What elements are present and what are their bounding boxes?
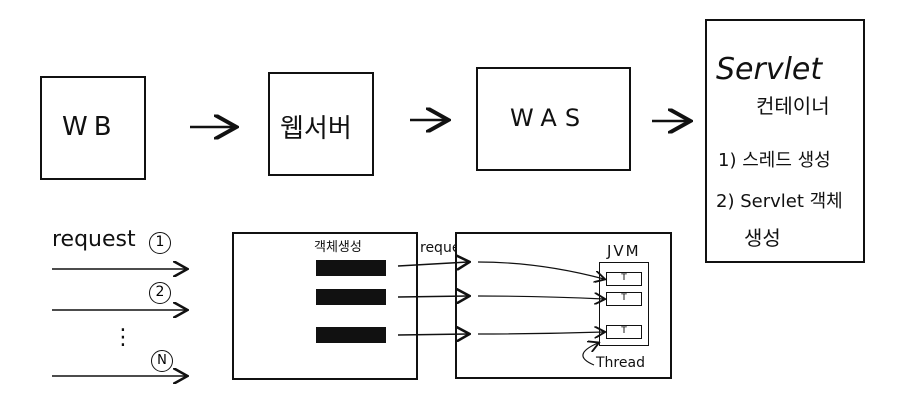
object-creation-box — [232, 232, 418, 380]
object-block-2 — [316, 289, 386, 305]
request-num-n-text: N — [157, 353, 167, 368]
object-block-1 — [316, 260, 386, 276]
servlet-step2: 2) Servlet 객체 — [716, 191, 843, 212]
jvm-arrow-1 — [477, 261, 604, 279]
wb-box — [40, 76, 146, 180]
object-arrow-1 — [397, 262, 468, 266]
thread-label: Thread — [596, 355, 645, 371]
jvm-arrow-2 — [477, 296, 604, 299]
servlet-title: Servlet — [716, 52, 823, 87]
request-label: request — [52, 227, 136, 252]
object-creation-label: 객체생성 — [314, 240, 362, 255]
jvm-arrow-3 — [477, 332, 604, 334]
jvm-title: JVM — [607, 242, 641, 260]
was-label: WAS — [510, 104, 589, 132]
request-num-1-text: 1 — [155, 234, 165, 250]
request-num-n: N — [151, 350, 173, 372]
thread-2-label: T — [621, 293, 627, 303]
servlet-subtitle: 컨테이너 — [756, 94, 830, 118]
object-arrow-2 — [397, 296, 468, 297]
webserver-label: 웹서버 — [280, 114, 352, 144]
request-dots: ⋮ — [112, 325, 134, 350]
servlet-step2-cont: 생성 — [744, 226, 781, 250]
request-num-2: 2 — [149, 282, 171, 304]
request-num-1: 1 — [149, 232, 171, 254]
request-num-2-text: 2 — [155, 284, 165, 300]
thread-pointer-arrow — [582, 343, 598, 366]
servlet-step1: 1) 스레드 생성 — [718, 150, 831, 171]
object-block-3 — [316, 327, 386, 343]
thread-3-label: T — [621, 326, 627, 336]
servlet-container-box — [705, 19, 865, 263]
was-box — [476, 67, 631, 171]
thread-1-label: T — [621, 273, 627, 283]
webserver-box — [268, 72, 374, 176]
wb-label: WB — [62, 112, 118, 142]
object-arrow-3 — [397, 334, 468, 335]
